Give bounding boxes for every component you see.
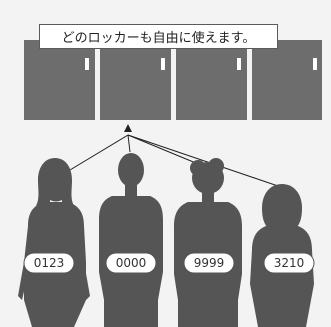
code-badge: [183, 252, 235, 274]
locker: [252, 40, 322, 120]
locker-handle: [313, 58, 317, 70]
locker-handle: [161, 58, 165, 70]
arrow-line: [127, 134, 131, 153]
arrow-line: [127, 134, 204, 167]
locker-handle: [85, 58, 89, 70]
locker: [24, 40, 95, 120]
person-silhouette: [174, 158, 242, 327]
arrow-lines: [59, 134, 279, 187]
person-silhouette: [99, 153, 163, 327]
locker: [176, 40, 247, 120]
code-text: 0123: [34, 256, 65, 270]
arrow-line: [59, 134, 129, 177]
arrow-head-icon: [124, 124, 132, 132]
locker-handle: [237, 58, 241, 70]
locker: [100, 40, 171, 120]
code-badge: [263, 252, 315, 274]
arrow-line: [127, 134, 279, 187]
person-silhouette: [250, 184, 314, 327]
message-banner: どのロッカーも自由に使えます。: [39, 24, 278, 49]
code-text: 3210: [274, 256, 305, 270]
code-labels: 0123 0000 9999 3210: [23, 252, 315, 274]
message-text: どのロッカーも自由に使えます。: [61, 31, 256, 46]
code-text: 9999: [194, 256, 225, 270]
person-silhouette: [18, 158, 90, 327]
code-text: 0000: [116, 256, 147, 270]
code-badge: [23, 252, 75, 274]
code-badge: [105, 252, 157, 274]
